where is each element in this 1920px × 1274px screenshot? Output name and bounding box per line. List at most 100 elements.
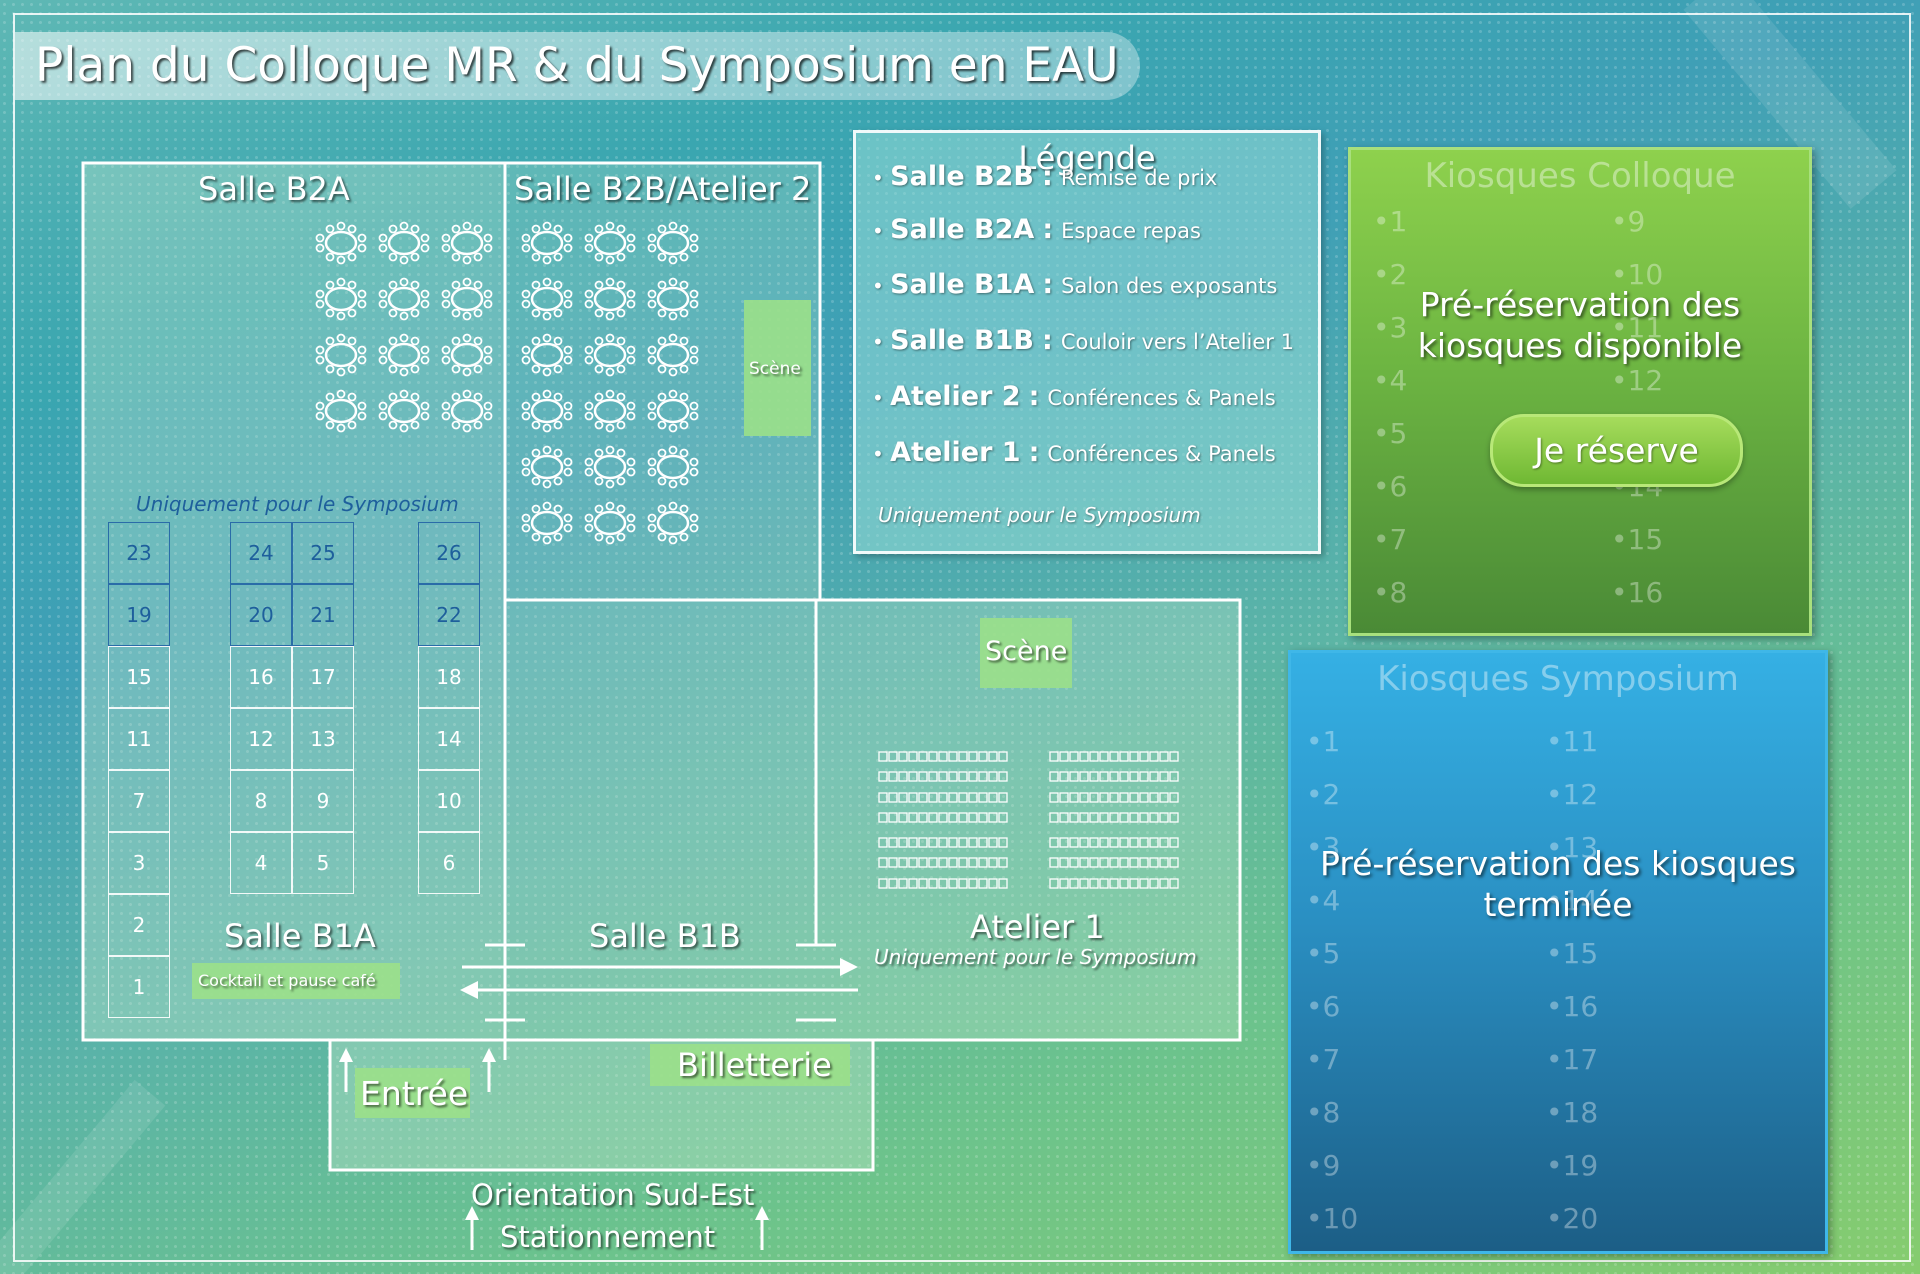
- seat-icon: [1139, 857, 1149, 868]
- seat-icon: [898, 751, 908, 762]
- bullet-icon: •: [872, 166, 891, 190]
- legend-sep: :: [1028, 437, 1040, 468]
- seat-icon: [1069, 878, 1079, 889]
- seat-icon: [1089, 837, 1099, 848]
- kiosk-number: •12: [1611, 364, 1664, 397]
- seat-icon: [978, 812, 988, 823]
- page-title: Plan du Colloque MR & du Symposium en EA…: [35, 38, 1119, 93]
- room-label-atelier1: Atelier 1: [970, 908, 1105, 946]
- seat-icon: [908, 771, 918, 782]
- seat-icon: [918, 878, 928, 889]
- kiosk-number: •19: [1546, 1149, 1599, 1182]
- seat-icon: [1099, 771, 1109, 782]
- seat-icon: [898, 857, 908, 868]
- kiosk-number: •11: [1611, 311, 1664, 344]
- legend-note: Uniquement pour le Symposium: [878, 503, 1201, 527]
- kiosk-number: •14: [1546, 884, 1599, 917]
- kiosques-symposium-message: Pré-réservation des kiosques terminée: [1320, 844, 1796, 924]
- booth-cell: 2: [108, 894, 170, 956]
- seat-icon: [968, 792, 978, 803]
- seat-icon: [1149, 857, 1159, 868]
- booth-cell: 4: [230, 832, 292, 894]
- booth-cell: 16: [230, 646, 292, 708]
- reserve-button[interactable]: Je réserve: [1490, 414, 1743, 487]
- seat-icon: [1109, 837, 1119, 848]
- seat-icon: [1089, 771, 1099, 782]
- seat-icon: [938, 857, 948, 868]
- room-label-b1a: Salle B1A: [224, 917, 376, 955]
- booth-cell: 12: [230, 708, 292, 770]
- booth-cell: 19: [108, 584, 170, 646]
- seat-icon: [958, 771, 968, 782]
- seat-icon: [1089, 857, 1099, 868]
- seat-icon: [1119, 857, 1129, 868]
- legend-desc: Espace repas: [1061, 219, 1201, 243]
- kiosk-number: •7: [1373, 523, 1408, 556]
- billetterie-label: Billetterie: [677, 1046, 832, 1084]
- seat-icon: [998, 771, 1008, 782]
- kiosk-number: •15: [1611, 523, 1664, 556]
- seat-icon: [1069, 751, 1079, 762]
- legend-item: • Salle B1B:Couloir vers l’Atelier 1: [872, 325, 1294, 356]
- legend-item: • Salle B1A:Salon des exposants: [872, 269, 1277, 300]
- seat-icon: [968, 751, 978, 762]
- seat-icon: [1159, 837, 1169, 848]
- seat-icon: [908, 857, 918, 868]
- seat-icon: [1129, 837, 1139, 848]
- legend-room: Salle B2A: [890, 214, 1035, 245]
- seat-icon: [978, 792, 988, 803]
- booth-cell: 21: [292, 584, 354, 646]
- arrow-up-icon: [339, 1048, 769, 1250]
- kiosques-symposium-title: Kiosques Symposium: [1377, 659, 1739, 699]
- seat-icon: [1119, 878, 1129, 889]
- seat-icon: [1169, 771, 1179, 782]
- seat-icon: [1049, 751, 1059, 762]
- entree-label: Entrée: [360, 1074, 469, 1113]
- seat-icon: [1119, 812, 1129, 823]
- seat-icon: [988, 751, 998, 762]
- seat-icon: [988, 812, 998, 823]
- legend-item: • Salle B2A:Espace repas: [872, 214, 1201, 245]
- seat-icon: [888, 857, 898, 868]
- seat-icon: [1149, 812, 1159, 823]
- seat-icon: [1119, 771, 1129, 782]
- bullet-icon: •: [872, 442, 891, 466]
- legend-sep: :: [1042, 214, 1054, 245]
- seat-icon: [948, 837, 958, 848]
- seat-icon: [1109, 751, 1119, 762]
- seat-icon: [1069, 771, 1079, 782]
- kiosk-number: •16: [1611, 576, 1664, 609]
- seat-icon: [1099, 812, 1109, 823]
- seat-icon: [1079, 792, 1089, 803]
- bullet-icon: •: [872, 330, 891, 354]
- booth-cell: 25: [292, 522, 354, 584]
- seat-icon: [898, 812, 908, 823]
- kiosk-number: •4: [1306, 884, 1341, 917]
- seat-icon: [978, 771, 988, 782]
- seat-icon: [968, 771, 978, 782]
- seat-icon: [958, 751, 968, 762]
- booth-cell: 18: [418, 646, 480, 708]
- seat-icon: [1099, 857, 1109, 868]
- kiosk-number: •17: [1546, 1043, 1599, 1076]
- symposium-note: Uniquement pour le Symposium: [136, 492, 459, 516]
- seat-icon: [1139, 878, 1149, 889]
- seat-icon: [1059, 878, 1069, 889]
- kiosk-number: •1: [1306, 725, 1341, 758]
- seat-icon: [1049, 812, 1059, 823]
- seat-icon: [878, 812, 888, 823]
- kiosk-number: •9: [1306, 1149, 1341, 1182]
- seat-icon: [1099, 792, 1109, 803]
- seat-icon: [1159, 878, 1169, 889]
- seat-icon: [918, 812, 928, 823]
- seat-icon: [968, 837, 978, 848]
- room-label-b1b: Salle B1B: [589, 917, 741, 955]
- kiosques-colloque-panel: Kiosques Colloque •1•2•3•4•5•6•7•8•9•10•…: [1348, 147, 1812, 636]
- seat-icon: [1049, 792, 1059, 803]
- seat-icon: [978, 751, 988, 762]
- seat-icon: [968, 857, 978, 868]
- seat-icon: [948, 878, 958, 889]
- seat-icon: [1159, 751, 1169, 762]
- seat-icon: [1069, 812, 1079, 823]
